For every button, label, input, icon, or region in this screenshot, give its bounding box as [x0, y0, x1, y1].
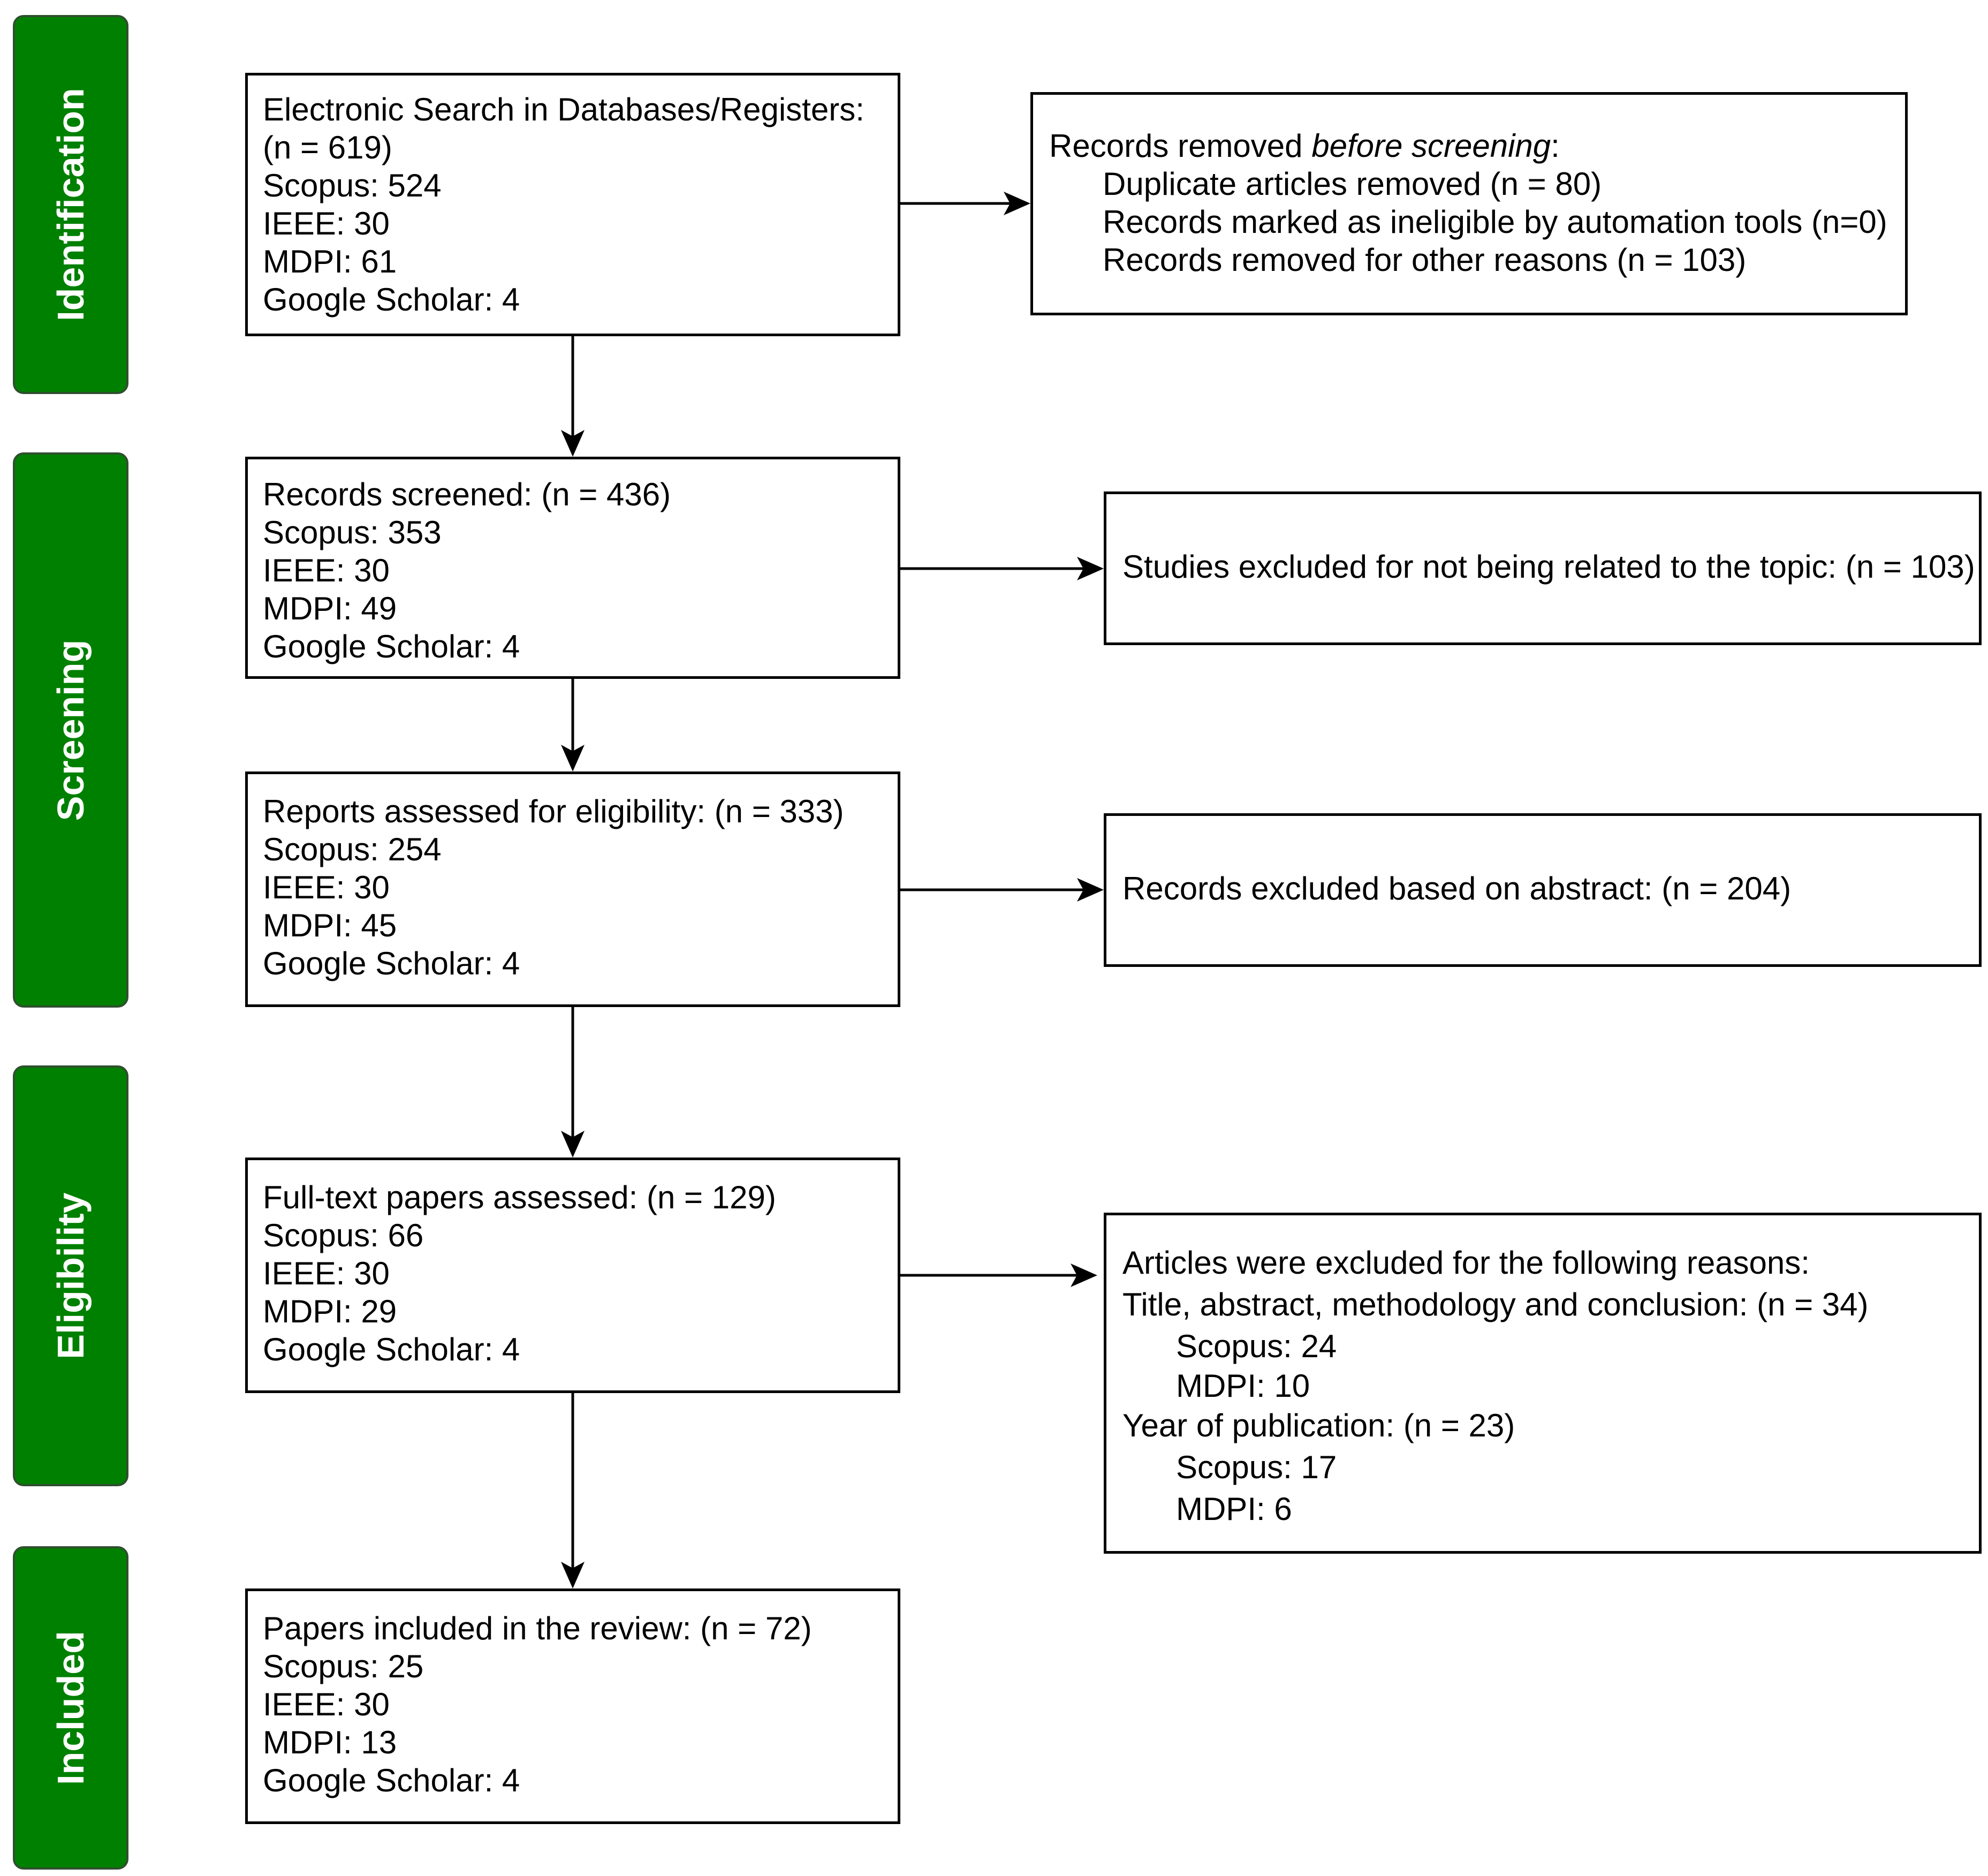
excluded-reasons-line: MDPI: 10 — [1176, 1368, 1310, 1404]
eligibility-line: IEEE: 30 — [263, 869, 390, 905]
removed-heading: Records removed before screening: — [1049, 127, 1900, 165]
screened-line: IEEE: 30 — [263, 553, 390, 588]
excluded-reasons-line: Articles were excluded for the following… — [1122, 1245, 1810, 1281]
screened-line: MDPI: 49 — [263, 591, 397, 626]
included-line: IEEE: 30 — [263, 1686, 390, 1722]
fulltext-box: Full-text papers assessed: (n = 129) Sco… — [245, 1158, 900, 1393]
removed-line: Records removed for other reasons (n = 1… — [1103, 242, 1747, 278]
phase-included-label: Included — [50, 1631, 92, 1785]
phase-eligibility: Eligibility — [13, 1065, 128, 1486]
phase-screening: Screening — [13, 452, 128, 1008]
excluded-reasons-line: Title, abstract, methodology and conclus… — [1122, 1287, 1869, 1322]
screened-box: Records screened: (n = 436) Scopus: 353 … — [245, 457, 900, 679]
excluded-reasons-line: MDPI: 6 — [1176, 1491, 1292, 1527]
excluded-reasons-line: Scopus: 17 — [1176, 1449, 1337, 1485]
removed-line: Duplicate articles removed (n = 80) — [1103, 166, 1602, 202]
identification-line: Electronic Search in Databases/Registers… — [263, 92, 864, 127]
included-line: Scopus: 25 — [263, 1648, 424, 1684]
eligibility-line: MDPI: 45 — [263, 907, 397, 943]
excluded-topic-box: Studies excluded for not being related t… — [1104, 491, 1982, 645]
identification-line: IEEE: 30 — [263, 206, 390, 241]
excluded-topic-text: Studies excluded for not being related t… — [1122, 549, 1975, 585]
identification-line: Google Scholar: 4 — [263, 282, 520, 317]
excluded-reasons-line: Year of publication: (n = 23) — [1122, 1408, 1515, 1443]
phase-screening-label: Screening — [50, 639, 92, 821]
screened-line: Records screened: (n = 436) — [263, 476, 671, 512]
fulltext-line: Google Scholar: 4 — [263, 1332, 520, 1367]
arrow-identification-to-screened — [561, 336, 585, 457]
eligibility-line: Google Scholar: 4 — [263, 945, 520, 981]
phase-identification: Identification — [13, 15, 128, 394]
fulltext-line: MDPI: 29 — [263, 1293, 397, 1329]
eligibility-line: Reports assessed for eligibility: (n = 3… — [263, 793, 844, 829]
identification-line: MDPI: 61 — [263, 244, 397, 279]
fulltext-line: Scopus: 66 — [263, 1217, 424, 1253]
excluded-reasons-line: Scopus: 24 — [1176, 1328, 1337, 1364]
screened-line: Scopus: 353 — [263, 515, 442, 550]
arrow-screened-to-eligibility — [561, 679, 585, 771]
included-line: Google Scholar: 4 — [263, 1762, 520, 1798]
identification-line: Scopus: 524 — [263, 168, 442, 203]
included-box: Papers included in the review: (n = 72) … — [245, 1588, 900, 1824]
included-line: Papers included in the review: (n = 72) — [263, 1610, 812, 1646]
identification-line: (n = 619) — [263, 130, 392, 165]
arrow-eligibility-to-excluded-abstract — [900, 878, 1104, 902]
excluded-abstract-box: Records excluded based on abstract: (n =… — [1104, 813, 1982, 967]
eligibility-box: Reports assessed for eligibility: (n = 3… — [245, 771, 900, 1007]
eligibility-line: Scopus: 254 — [263, 831, 442, 867]
excluded-reasons-box: Articles were excluded for the following… — [1104, 1213, 1982, 1554]
fulltext-line: Full-text papers assessed: (n = 129) — [263, 1179, 776, 1215]
screened-line: Google Scholar: 4 — [263, 629, 520, 664]
removed-box: Records removed before screening: Duplic… — [1030, 92, 1908, 315]
arrow-identification-to-removed — [900, 192, 1030, 215]
excluded-abstract-text: Records excluded based on abstract: (n =… — [1122, 871, 1792, 906]
identification-box: Electronic Search in Databases/Registers… — [245, 73, 900, 336]
arrow-screened-to-excluded-topic — [900, 557, 1104, 580]
phase-eligibility-label: Eligibility — [50, 1192, 92, 1359]
removed-line: Records marked as ineligible by automati… — [1103, 204, 1887, 240]
removed-heading-prefix: Records removed — [1049, 128, 1312, 164]
arrow-fulltext-to-included — [561, 1393, 585, 1588]
removed-heading-suffix: : — [1551, 128, 1560, 164]
phase-identification-label: Identification — [50, 88, 92, 321]
phase-included: Included — [13, 1546, 128, 1870]
removed-heading-italic: before screening — [1311, 128, 1551, 164]
fulltext-line: IEEE: 30 — [263, 1255, 390, 1291]
arrow-eligibility-to-fulltext — [561, 1007, 585, 1158]
included-line: MDPI: 13 — [263, 1724, 397, 1760]
arrow-fulltext-to-excluded-reasons — [900, 1264, 1097, 1287]
